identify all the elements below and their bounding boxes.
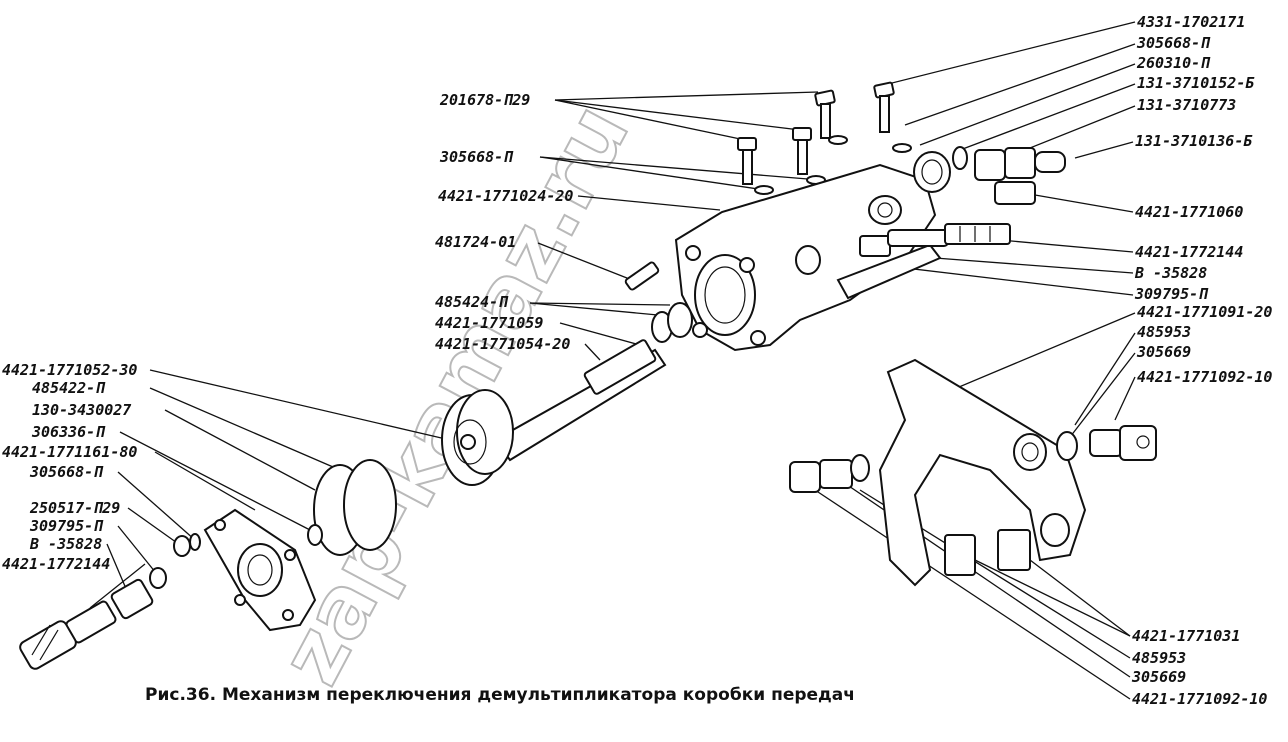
cover-flange [203,508,317,632]
seal-rings [651,302,693,343]
label-4421-1772144-right: 4421-1772144 [1135,243,1243,261]
label-309795-p-left: 309795-П [29,517,104,535]
label-305669-bottom: 305669 [1131,668,1186,686]
figure-caption: Рис.36. Механизм переключения демультипл… [145,685,855,705]
stud [624,261,660,291]
label-4421-1771161-80: 4421-1771161-80 [2,443,137,461]
label-485422-p: 485422-П [32,379,106,397]
label-485953-top: 485953 [1137,323,1191,341]
label-305669-top: 305669 [1136,343,1191,361]
shift-fork [878,358,1087,587]
label-4421-1771031: 4421-1771031 [1132,627,1240,645]
label-4421-1771059: 4421-1771059 [435,314,543,332]
label-4421-1771060: 4421-1771060 [1135,203,1243,221]
label-4421-1771054-20: 4421-1771054-20 [435,335,570,353]
left-bolt [789,454,870,493]
left-fittings [19,533,201,670]
top-bolts [737,81,912,195]
label-201678-p29: 201678-П29 [439,91,530,109]
label-4421-1771024-20: 4421-1771024-20 [438,187,573,205]
shaft-assembly [441,339,667,486]
part-labels: 4331-1702171 305668-П 260310-П 131-37101… [2,13,1272,708]
label-305668-p-bolts: 305668-П [439,148,514,166]
label-v-35828-right: В -35828 [1134,264,1207,282]
label-4421-1771052-30: 4421-1771052-30 [2,361,137,379]
right-pipe-fitting [859,223,1011,257]
label-v-35828-left: В -35828 [29,535,102,553]
label-485953-bottom: 485953 [1132,649,1186,667]
label-4421-1772144-left: 4421-1772144 [2,555,110,573]
label-131-3710152-b: 131-3710152-Б [1137,74,1255,92]
o-rings [307,459,397,556]
label-4421-1771092-10-top: 4421-1771092-10 [1137,368,1272,386]
label-309795-p-right: 309795-П [1134,285,1209,303]
label-260310-p: 260310-П [1136,54,1211,72]
label-131-3710773: 131-3710773 [1137,96,1236,114]
label-130-3430027: 130-3430027 [32,401,131,419]
top-right-fittings [913,146,1066,205]
label-305668-p-left: 305668-П [29,463,104,481]
label-306336-p: 306336-П [31,423,106,441]
label-4421-1771092-10-bottom: 4421-1771092-10 [1132,690,1267,708]
housing [674,163,942,352]
label-481724-01: 481724-01 [435,233,516,251]
label-250517-p29: 250517-П29 [29,499,120,517]
label-4331-1702171: 4331-1702171 [1137,13,1245,31]
right-bolt [1056,425,1157,461]
label-485424-p: 485424-П [435,293,509,311]
label-305668-p-top: 305668-П [1136,34,1211,52]
label-131-3710136-b: 131-3710136-Б [1135,132,1253,150]
label-4421-1771091-20: 4421-1771091-20 [1137,303,1272,321]
